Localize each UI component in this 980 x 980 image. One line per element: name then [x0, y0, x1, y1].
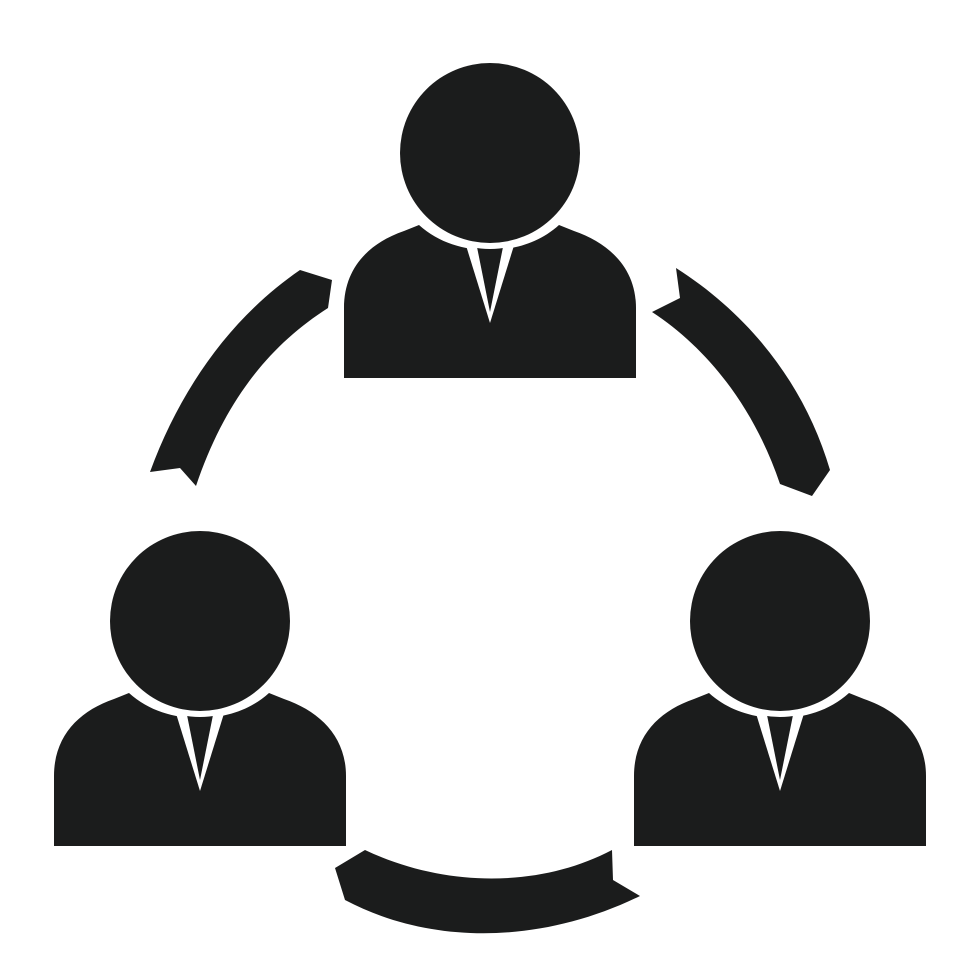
person-bottom-right-icon: [634, 525, 926, 846]
cycle-arrow-top-right-icon: [652, 268, 830, 496]
cycle-arrow-bottom-icon: [335, 850, 640, 934]
person-top-icon: [344, 57, 636, 378]
person-bottom-left-icon: [54, 525, 346, 846]
cycle-arrow-top-left-icon: [150, 270, 332, 486]
